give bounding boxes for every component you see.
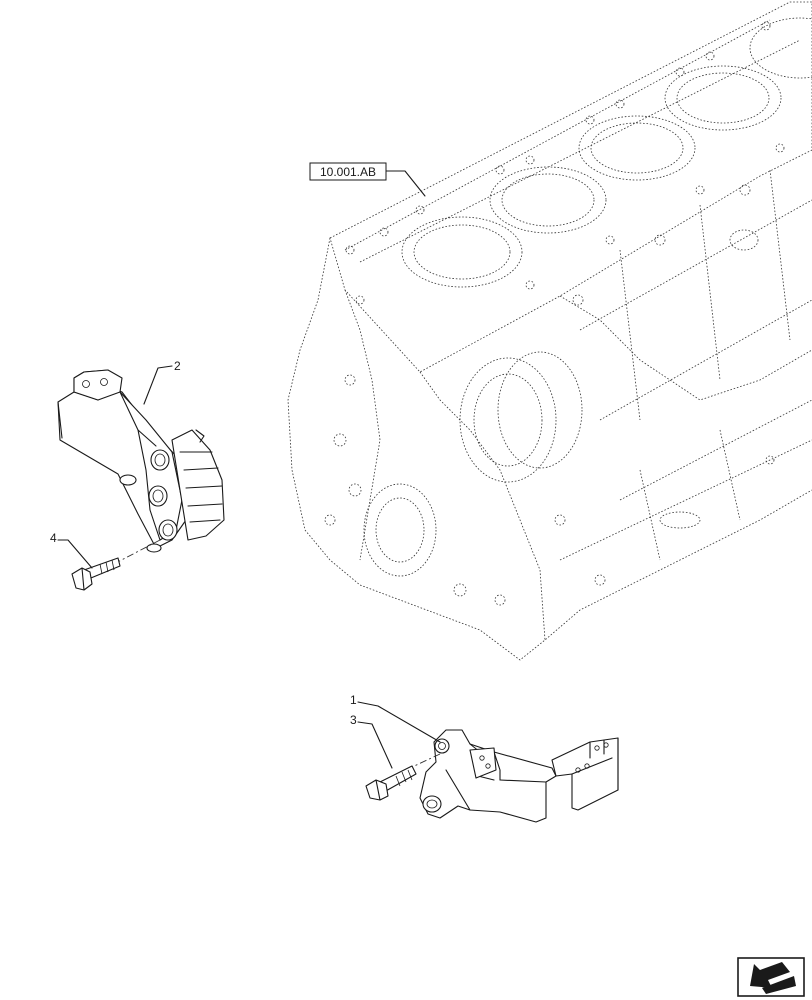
part-3-bolt	[365, 753, 441, 801]
reference-label-text: 10.001.AB	[320, 165, 376, 179]
next-page-arrow-icon[interactable]	[737, 957, 805, 997]
part-1-bracket	[419, 729, 619, 823]
reference-label[interactable]: 10.001.AB	[309, 162, 426, 197]
callout-4-label: 4	[50, 531, 57, 545]
callout-3-label: 3	[350, 713, 357, 727]
callout-3[interactable]: 3	[350, 713, 393, 769]
callout-1[interactable]: 1	[350, 693, 441, 743]
engine-block-outline	[287, 1, 812, 661]
callout-2[interactable]: 2	[143, 359, 181, 405]
callout-4[interactable]: 4	[50, 531, 93, 569]
callout-1-label: 1	[350, 693, 357, 707]
part-2-bracket	[57, 369, 225, 553]
part-4-bolt	[71, 539, 161, 591]
callout-2-label: 2	[174, 359, 181, 373]
